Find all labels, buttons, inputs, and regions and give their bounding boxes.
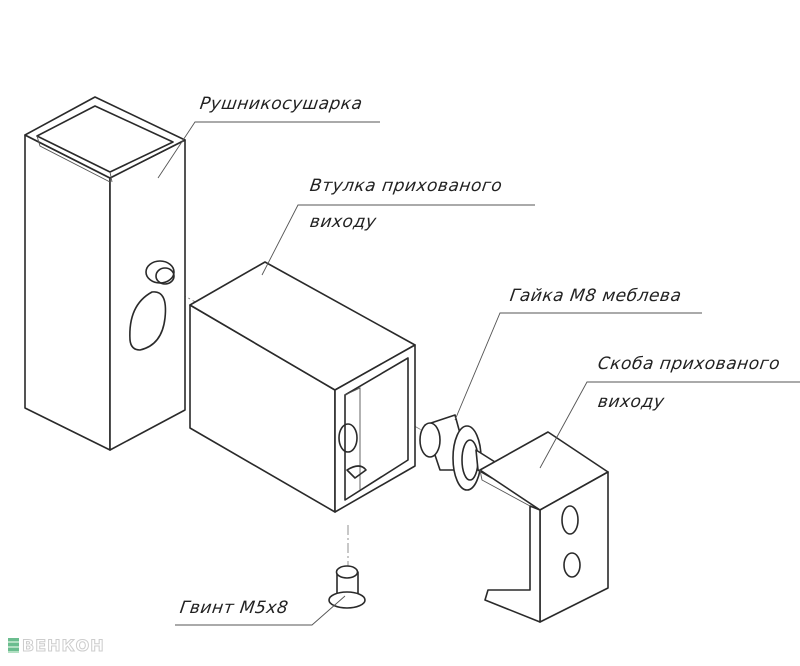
label-sleeve-line2: виходу [308,212,378,232]
label-screw: Гвинт М5х8 [178,598,290,618]
screw-m5x8 [328,565,366,609]
leader-towel-dryer [157,121,380,179]
towel-dryer-tube [24,96,186,451]
venkon-logo: ВЕНКОН [8,636,105,656]
logo-text: ВЕНКОН [22,636,105,656]
label-towel-dryer: Рушникосушарка [198,94,364,114]
leader-bracket [539,381,800,469]
label-bracket-line1: Скоба прихованого [596,354,782,374]
label-nut: Гайка М8 меблева [508,286,683,306]
logo-mark-icon [8,638,19,653]
concealed-outlet-bracket [479,431,609,623]
leader-nut [454,312,702,421]
leader-sleeve [261,204,535,276]
label-sleeve-line1: Втулка прихованого [308,176,504,196]
furniture-nut-m8 [419,414,496,491]
concealed-outlet-sleeve [189,261,416,513]
leader-screw [175,595,346,626]
label-bracket-line2: виходу [596,392,666,412]
